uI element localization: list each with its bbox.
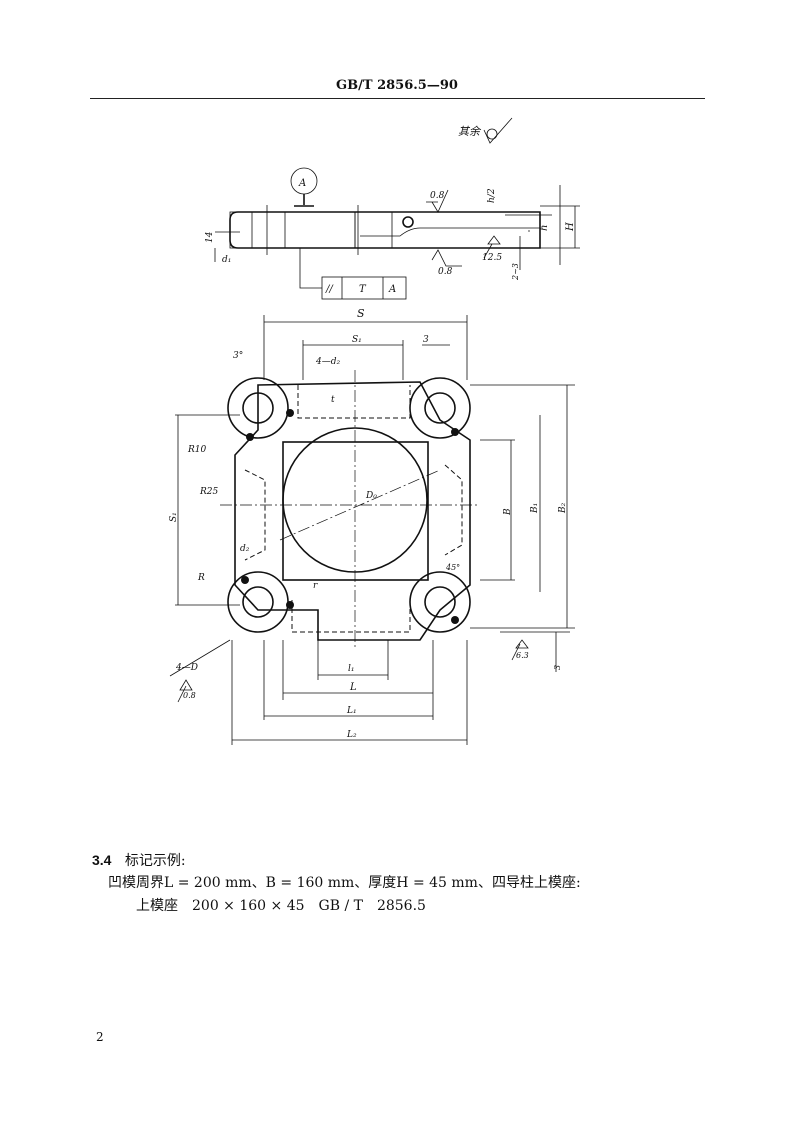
- dim-l1: l₁: [348, 664, 355, 674]
- dim-3-right: 3: [553, 665, 562, 670]
- dim-L2: L₂: [346, 730, 357, 740]
- dim-r: r: [313, 581, 318, 591]
- dim-L1: L₁: [346, 706, 357, 716]
- roughness-side: 12.5: [482, 253, 502, 263]
- roughness-top: 0.8: [430, 191, 445, 201]
- angle-3: 3°: [233, 351, 243, 361]
- dim-t: t: [331, 395, 335, 405]
- example-line-2: 上模座 200 × 160 × 45 GB / T 2856.5: [136, 898, 426, 914]
- dim-S1-left: S₁: [169, 512, 179, 522]
- dim-D0: D₀: [365, 491, 377, 501]
- dim-B2: B₂: [558, 502, 568, 514]
- dim-R25: R25: [199, 487, 219, 497]
- dim-L: L: [349, 682, 357, 693]
- dim-h: h: [539, 225, 550, 231]
- dim-B1: B₁: [530, 503, 540, 514]
- dim-H: H: [565, 222, 576, 232]
- dim-S1: S₁: [352, 335, 362, 345]
- dim-14: 14: [205, 231, 215, 243]
- dim-2-3: 2~3: [511, 263, 520, 281]
- dim-S: S: [357, 307, 365, 320]
- hatch-center: [284, 211, 356, 249]
- datum-label: A: [298, 178, 306, 189]
- dim-R10: R10: [187, 445, 207, 455]
- header-rule: [90, 98, 705, 99]
- roughness-bottom: 0.8: [438, 267, 453, 277]
- tolerance-value: T: [359, 284, 367, 295]
- section-title: 标记示例:: [124, 853, 186, 869]
- section-number: 3.4: [92, 852, 112, 868]
- dim-R: R: [197, 573, 205, 583]
- section-heading: 3.4 标记示例:: [92, 851, 186, 869]
- standard-header: GB/T 2856.5—90: [336, 78, 458, 93]
- example-line-1: 凹模周界L = 200 mm、B = 160 mm、厚度H = 45 mm、四导…: [108, 875, 581, 891]
- dim-h-half: h/2: [487, 188, 497, 203]
- roughness-symbol-icon: [483, 117, 513, 144]
- dim-4-d2: 4—d₂: [315, 357, 340, 367]
- plan-view: S S₁ 3 4—d₂ t 3° R10 R25 S₁ D₀ B B₁ B₂ d…: [169, 307, 575, 745]
- tolerance-symbol: //: [325, 284, 334, 295]
- roughness-63: 6.3: [516, 651, 529, 660]
- dim-d1: d₁: [222, 255, 231, 265]
- section-view: A // T A 0.8 0.8 12.5 h/2 h H 14 d₁ 2~3: [205, 167, 580, 300]
- page-number: 2: [96, 1030, 104, 1044]
- angle-45: 45°: [445, 563, 460, 572]
- dim-B: B: [503, 508, 513, 516]
- tolerance-datum: A: [388, 284, 396, 295]
- roughness-08: 0.8: [183, 691, 196, 700]
- dim-4-D: 4—D: [175, 663, 198, 673]
- dim-d2: d₂: [240, 544, 250, 554]
- dim-3-top: 3: [423, 335, 429, 345]
- hatch-left: [229, 211, 253, 249]
- roughness-note: 其余: [458, 125, 482, 138]
